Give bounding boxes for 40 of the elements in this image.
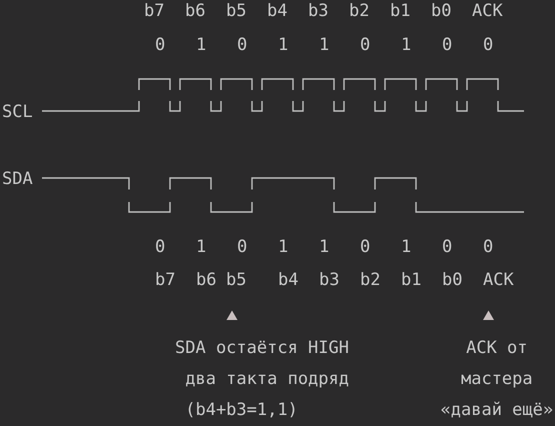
bit-name: b6 — [196, 270, 216, 290]
bit-name: b7 — [144, 1, 164, 21]
bit-value: 0 — [237, 237, 248, 257]
bit-name: b7 — [155, 270, 176, 290]
bit-name: b0 — [431, 1, 452, 21]
bit-name: b2 — [349, 1, 370, 21]
bit-value: 1 — [278, 237, 288, 257]
bit-value: 0 — [155, 237, 166, 257]
bit-name: ACK — [483, 270, 514, 290]
bit-value: 1 — [196, 237, 206, 257]
signal-name: SDA — [2, 169, 33, 189]
bit-name: b6 — [185, 1, 206, 21]
bit-name: b3 — [319, 270, 340, 290]
bit-value: 1 — [319, 35, 330, 55]
bit-name: b5 — [226, 270, 246, 290]
bit-name: b0 — [442, 270, 462, 290]
bit-name: b5 — [226, 1, 246, 21]
bit-name: b4 — [267, 1, 288, 21]
bit-value: 1 — [278, 35, 288, 55]
bit-name: b3 — [308, 1, 328, 21]
bit-value: 0 — [237, 35, 248, 55]
bit-value: 0 — [442, 237, 452, 257]
bit-value: 1 — [319, 237, 330, 257]
bit-name: b4 — [278, 270, 298, 290]
bit-value: 0 — [483, 35, 494, 55]
note-text: ACK от мастера «давай ещё» — [440, 336, 554, 422]
signal-name: SCL — [2, 102, 33, 122]
bit-name: ACK — [472, 1, 503, 21]
bit-name: b1 — [390, 1, 410, 21]
bit-name: b2 — [360, 270, 380, 290]
bit-value: 0 — [360, 237, 370, 257]
bit-name: b1 — [401, 270, 422, 290]
note-text: SDA остаётся HIGH два такта подряд (b4+b3=1,1) — [175, 336, 350, 422]
bit-value: 0 — [360, 35, 370, 55]
bit-value: 0 — [483, 237, 494, 257]
bit-value: 0 — [442, 35, 452, 55]
bit-value: 0 — [155, 35, 166, 55]
bit-value: 1 — [196, 35, 206, 55]
bit-value: 1 — [401, 35, 412, 55]
bit-value: 1 — [401, 237, 412, 257]
